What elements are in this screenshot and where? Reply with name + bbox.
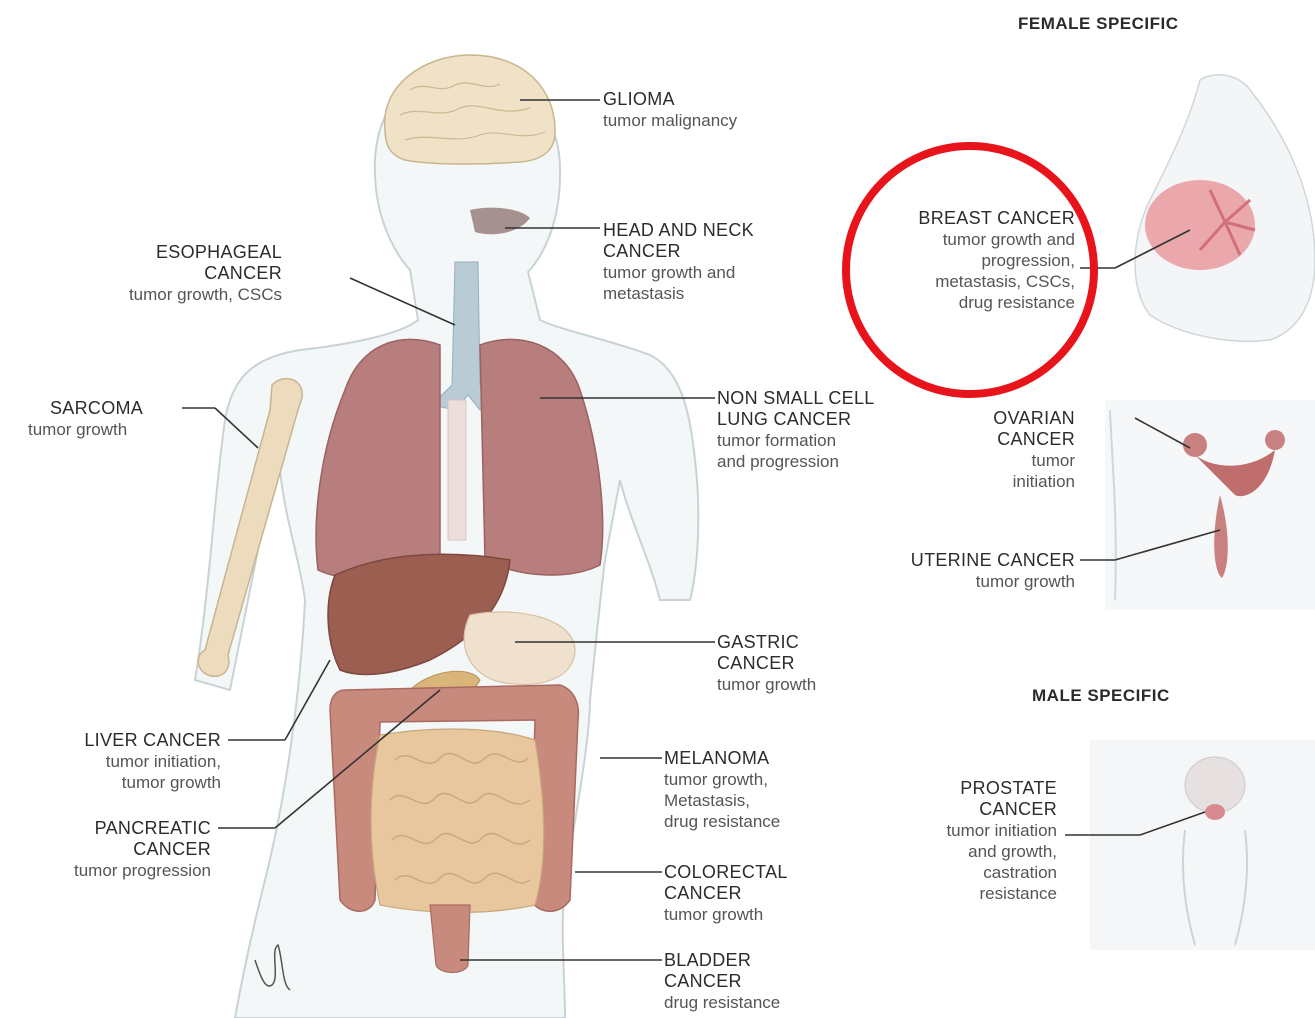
head-neck-title: HEAD AND NECK	[603, 220, 754, 241]
breast-illustration	[1135, 75, 1315, 341]
bladder-line-1: CANCER	[664, 971, 780, 992]
ovarian-label: OVARIAN CANCER tumor initiation	[993, 408, 1075, 492]
gastric-label: GASTRIC CANCER tumor growth	[717, 632, 816, 695]
breast-title: BREAST CANCER	[918, 208, 1075, 229]
pancreatic-line-1: CANCER	[74, 839, 211, 860]
esophageal-line-1: CANCER	[129, 263, 282, 284]
gastric-line-1: CANCER	[717, 653, 816, 674]
pancreatic-title: PANCREATIC	[74, 818, 211, 839]
breast-line-1: tumor growth and	[918, 229, 1075, 250]
nsclc-line-2: tumor formation	[717, 430, 875, 451]
prostate-line-4: castration	[946, 862, 1057, 883]
prostate-line-3: and growth,	[946, 841, 1057, 862]
prostate-illustration	[1090, 740, 1315, 950]
prostate-line-5: resistance	[946, 883, 1057, 904]
melanoma-line-2: Metastasis,	[664, 790, 780, 811]
uterine-label: UTERINE CANCER tumor growth	[911, 550, 1075, 592]
female-specific-header: FEMALE SPECIFIC	[1018, 14, 1179, 34]
nsclc-line-1: LUNG CANCER	[717, 409, 875, 430]
prostate-title: PROSTATE	[946, 778, 1057, 799]
colorectal-line-1: CANCER	[664, 883, 788, 904]
bladder-line-2: drug resistance	[664, 992, 780, 1013]
liver-title: LIVER CANCER	[84, 730, 221, 751]
nsclc-label: NON SMALL CELL LUNG CANCER tumor formati…	[717, 388, 875, 472]
gastric-title: GASTRIC	[717, 632, 816, 653]
nsclc-line-3: and progression	[717, 451, 875, 472]
bladder-title: BLADDER	[664, 950, 780, 971]
melanoma-line-1: tumor growth,	[664, 769, 780, 790]
sarcoma-title: SARCOMA	[28, 398, 143, 419]
liver-line-2: tumor growth	[84, 772, 221, 793]
bladder-label: BLADDER CANCER drug resistance	[664, 950, 780, 1013]
prostate-line-1: CANCER	[946, 799, 1057, 820]
esophagus-shape	[448, 400, 466, 540]
bladder-shape	[430, 905, 470, 973]
esophageal-title: ESOPHAGEAL	[129, 242, 282, 263]
ovarian-title: OVARIAN	[993, 408, 1075, 429]
prostate-label: PROSTATE CANCER tumor initiation and gro…	[946, 778, 1057, 904]
ovarian-line-3: initiation	[993, 471, 1075, 492]
pancreatic-label: PANCREATIC CANCER tumor progression	[74, 818, 211, 881]
colorectal-label: COLORECTAL CANCER tumor growth	[664, 862, 788, 925]
sarcoma-label: SARCOMA tumor growth	[28, 398, 143, 440]
colorectal-title: COLORECTAL	[664, 862, 788, 883]
small-intestine-shape	[371, 729, 544, 913]
uterus-illustration	[1105, 400, 1315, 610]
colorectal-line-2: tumor growth	[664, 904, 788, 925]
pancreatic-line-2: tumor progression	[74, 860, 211, 881]
esophageal-line-2: tumor growth, CSCs	[129, 284, 282, 305]
head-neck-label: HEAD AND NECK CANCER tumor growth and me…	[603, 220, 754, 304]
breast-line-4: drug resistance	[918, 292, 1075, 313]
glioma-title: GLIOMA	[603, 89, 737, 110]
breast-cancer-label: BREAST CANCER tumor growth and progressi…	[918, 208, 1075, 313]
breast-line-3: metastasis, CSCs,	[918, 271, 1075, 292]
gastric-line-2: tumor growth	[717, 674, 816, 695]
breast-line-2: progression,	[918, 250, 1075, 271]
liver-label: LIVER CANCER tumor initiation, tumor gro…	[84, 730, 221, 793]
melanoma-title: MELANOMA	[664, 748, 780, 769]
ovarian-line-2: tumor	[993, 450, 1075, 471]
esophageal-label: ESOPHAGEAL CANCER tumor growth, CSCs	[129, 242, 282, 305]
uterine-title: UTERINE CANCER	[911, 550, 1075, 571]
brain-shape	[385, 55, 555, 164]
ovarian-line-1: CANCER	[993, 429, 1075, 450]
prostate-line-2: tumor initiation	[946, 820, 1057, 841]
uterine-line-1: tumor growth	[911, 571, 1075, 592]
head-neck-line-1: CANCER	[603, 241, 754, 262]
head-neck-line-2: tumor growth and	[603, 262, 754, 283]
melanoma-label: MELANOMA tumor growth, Metastasis, drug …	[664, 748, 780, 832]
glioma-effect: tumor malignancy	[603, 110, 737, 131]
liver-line-1: tumor initiation,	[84, 751, 221, 772]
sarcoma-effect: tumor growth	[28, 419, 143, 440]
male-specific-header: MALE SPECIFIC	[1032, 686, 1170, 706]
nsclc-title: NON SMALL CELL	[717, 388, 875, 409]
head-neck-line-3: metastasis	[603, 283, 754, 304]
glioma-label: GLIOMA tumor malignancy	[603, 89, 737, 131]
melanoma-line-3: drug resistance	[664, 811, 780, 832]
